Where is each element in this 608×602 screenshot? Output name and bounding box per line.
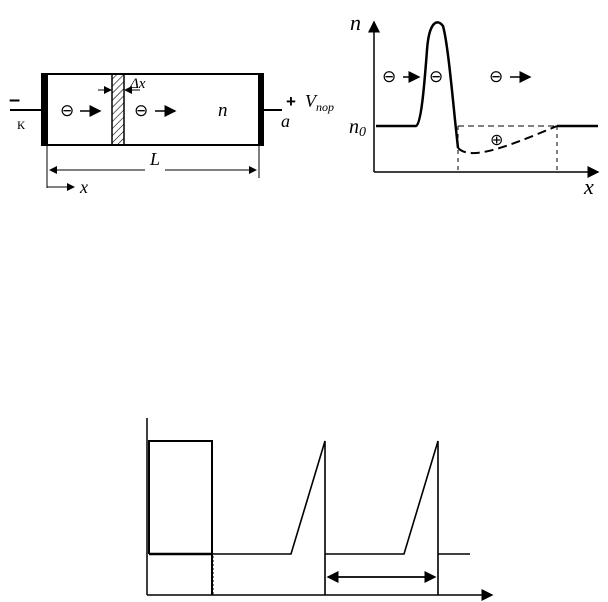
delta-x-label: Δx <box>129 76 146 92</box>
electron-icon: ⊖ <box>60 101 74 120</box>
density-plot: n x n0 ⊖ ⊖ ⊖ ⊕ <box>349 10 600 199</box>
x-coordinate-label: x <box>79 177 88 197</box>
pulse-waveform <box>146 418 494 601</box>
length-label: L <box>149 149 160 169</box>
depletion-curve <box>457 125 558 155</box>
device-schematic: Δx – К + a Vпор n ⊖ ⊖ L x <box>9 73 334 197</box>
threshold-voltage-label: Vпор <box>305 91 334 114</box>
anode-label: a <box>281 111 290 131</box>
electron-icon: ⊖ <box>489 67 503 86</box>
n-region-label: n <box>218 100 228 121</box>
cathode-contact <box>41 73 47 146</box>
electron-icon: ⊖ <box>382 67 396 86</box>
x-axis-label: x <box>583 174 594 199</box>
cathode-label: К <box>17 118 26 132</box>
hole-icon: ⊕ <box>490 132 503 149</box>
y-axis-label: n <box>350 10 361 35</box>
sawtooth-pulse <box>325 440 439 595</box>
n0-label: n0 <box>349 116 366 140</box>
cathode-sign: – <box>9 89 20 111</box>
electron-density-peak <box>376 21 460 149</box>
sawtooth-pulse <box>212 440 326 595</box>
initial-rectangular-pulse <box>148 440 213 595</box>
anode-sign: + <box>286 92 296 111</box>
anode-contact <box>258 73 264 146</box>
electron-icon: ⊖ <box>429 67 443 86</box>
hatched-layer <box>111 73 125 146</box>
electron-icon: ⊖ <box>134 101 148 120</box>
